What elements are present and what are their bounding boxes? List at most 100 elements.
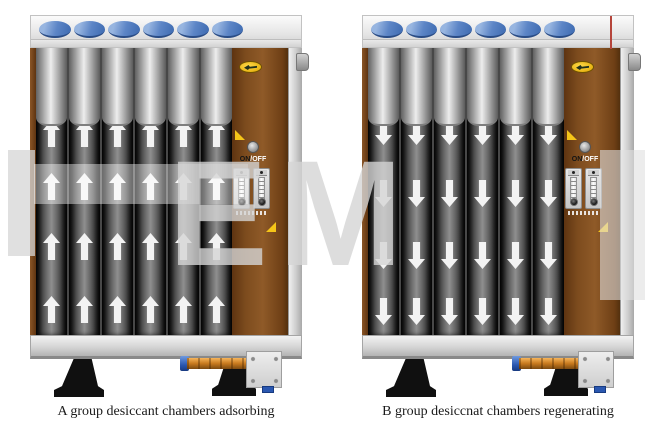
desiccant-chamber [135,48,166,335]
side-control-panel: ON/OFF [232,48,288,337]
flow-meter-caption [236,211,266,215]
flow-meter [585,168,602,209]
flow-meter-knob [569,198,578,206]
chamber-upper-cylinder [500,48,531,126]
chamber-upper-cylinder [135,48,166,126]
chamber-cap [474,21,506,38]
chamber-upper-cylinder [533,48,564,126]
brand-logo [571,61,594,73]
machine-leg [54,358,104,397]
flow-meter-tube [590,177,597,200]
flow-meter-group [233,168,270,209]
junction-label [262,386,274,393]
chamber-upper-cylinder [467,48,498,126]
chamber-cap [142,21,174,38]
frame-right-strip [288,48,302,337]
junction-label [594,386,606,393]
flow-meter-top [256,170,267,176]
power-knob [247,141,259,153]
tray-edge-line [610,16,612,49]
flow-meter [565,168,582,209]
chamber-cap [73,21,105,38]
chamber-bank [368,48,564,335]
chamber-upper-cylinder [201,48,232,126]
machine-base [362,335,634,359]
power-knob [579,141,591,153]
chamber-upper-cylinder [36,48,67,126]
desiccant-chamber [36,48,67,335]
desiccant-chamber [168,48,199,335]
flow-meter [253,168,270,209]
pipe-junction-box [578,351,614,388]
chamber-cap [543,21,575,38]
desiccant-chamber [533,48,564,335]
desiccant-chamber [201,48,232,335]
switch-on-label: ON [571,156,583,163]
machine-a: ON/OFF [30,15,309,443]
chamber-cap [108,21,140,38]
power-switch-label: ON/OFF [234,156,272,164]
purge-pipe [187,358,251,369]
machine-leg [386,358,436,397]
chamber-upper-cylinder [69,48,100,126]
desiccant-chamber [102,48,133,335]
flow-meter-tube [238,177,245,200]
chamber-cap [371,21,403,38]
desiccant-chamber [434,48,465,335]
purge-pipe [519,358,583,369]
flow-meter-top [236,170,247,176]
desiccant-chamber [368,48,399,335]
flow-meter-tube [258,177,265,200]
flow-meter-top [568,170,579,176]
desiccant-chamber [467,48,498,335]
desiccant-chamber [500,48,531,335]
brand-logo-icon [244,65,257,70]
side-fitting-knob [296,53,309,71]
chamber-upper-cylinder [401,48,432,126]
switch-separator: / [250,156,253,163]
frame-right-strip [620,48,634,337]
machine-caption: B group desiccnat chambers regenerating [382,404,614,419]
cap-tray [362,15,634,49]
chamber-cap [440,21,472,38]
flow-meter-top [588,170,599,176]
chamber-cap [405,21,437,38]
cap-row [39,21,243,38]
chamber-cap [509,21,541,38]
chamber-cap [39,21,71,38]
chamber-upper-cylinder [368,48,399,126]
brand-logo-icon [576,65,589,70]
desiccant-chamber [69,48,100,335]
brand-logo [239,61,262,73]
chamber-upper-cylinder [434,48,465,126]
indicator-triangle-icon [567,130,577,140]
chamber-upper-cylinder [168,48,199,126]
flow-meter-caption [568,211,598,215]
switch-off-label: OFF [584,156,599,163]
flow-meter-tube [570,177,577,200]
chamber-cap [211,21,243,38]
side-control-panel: ON/OFF [564,48,620,337]
power-switch-label: ON/OFF [566,156,604,164]
flow-meter-knob [589,198,598,206]
machine-caption: A group desiccant chambers adsorbing [57,404,275,419]
flow-meter-knob [257,198,266,206]
flow-meter-group [565,168,602,209]
indicator-triangle-icon [235,130,245,140]
pipe-cap [180,356,189,371]
cap-tray [30,15,302,48]
flow-meter [233,168,250,209]
switch-separator: / [582,156,585,163]
indicator-triangle-icon [266,222,276,232]
machine-b: ON/OFF [362,15,641,443]
chamber-upper-cylinder [102,48,133,126]
switch-on-label: ON [239,156,251,163]
indicator-triangle-icon [598,222,608,232]
chamber-bank [36,48,232,335]
flow-meter-knob [237,198,246,206]
pipe-junction-box [246,351,282,388]
chamber-cap [177,21,209,38]
pipe-cap [512,356,521,371]
desiccant-chamber [401,48,432,335]
